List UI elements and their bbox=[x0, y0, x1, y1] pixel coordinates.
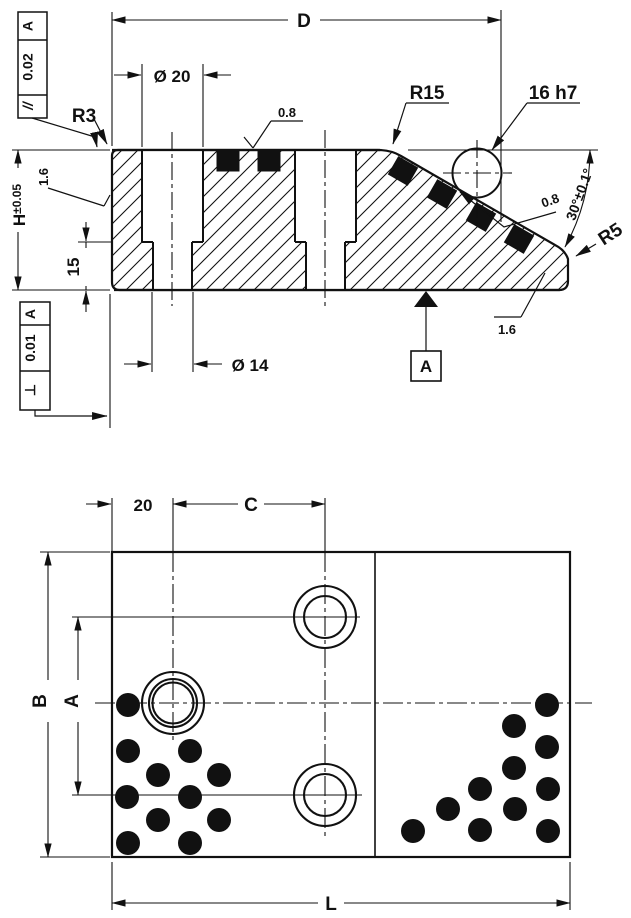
fcf-parallelism-value: 0.02 bbox=[20, 53, 36, 80]
dim-c-label: C bbox=[244, 495, 258, 516]
plug-dot bbox=[503, 797, 527, 821]
plug-dot bbox=[178, 739, 202, 763]
plug-dot bbox=[146, 763, 170, 787]
r15-leader bbox=[392, 102, 449, 145]
plug-square bbox=[503, 224, 535, 254]
plug-dots-left bbox=[115, 693, 231, 855]
plug-dot bbox=[535, 693, 559, 717]
plug-dot bbox=[116, 739, 140, 763]
roughness-top bbox=[243, 120, 303, 149]
fcf-perpendicularity-value: 0.01 bbox=[22, 334, 38, 361]
roughness-slope-leader bbox=[459, 191, 557, 228]
plug-square bbox=[426, 179, 458, 209]
fcf-perpendicularity bbox=[19, 294, 111, 428]
r5-leader bbox=[575, 243, 597, 257]
angle-label: 30°±0.1° bbox=[563, 166, 596, 222]
plan-view: 20 C B A L bbox=[30, 492, 592, 915]
r5-label: R5 bbox=[595, 219, 627, 250]
plug-dot bbox=[146, 808, 170, 832]
plug-dot bbox=[536, 819, 560, 843]
plug-square bbox=[387, 156, 419, 186]
fcf-parallelism-symbol: // bbox=[20, 100, 36, 111]
roughness-top-label: 0.8 bbox=[278, 105, 296, 120]
r15-label: R15 bbox=[410, 83, 445, 104]
plan-holes bbox=[140, 584, 358, 828]
roughness-bottom-label: 1.6 bbox=[498, 322, 516, 337]
roughness-bottom-leader bbox=[494, 272, 546, 318]
plug-dot bbox=[115, 785, 139, 809]
dim-a-label: A bbox=[62, 694, 83, 708]
plug-dot bbox=[502, 714, 526, 738]
plug-squares bbox=[216, 150, 535, 254]
plug-dot bbox=[178, 831, 202, 855]
dim-20-label: 20 bbox=[134, 496, 153, 515]
fcf-perpendicularity-symbol: ⊥ bbox=[22, 384, 38, 396]
section-view: D Ø 20 0.8 R15 16 h7 R3 bbox=[8, 8, 627, 428]
dim-dia14 bbox=[124, 292, 222, 372]
dim-l-label: L bbox=[325, 894, 337, 915]
fcf-parallelism-datum: A bbox=[20, 21, 36, 31]
plug-dot bbox=[536, 777, 560, 801]
dim-20-c bbox=[86, 498, 326, 552]
dim-15-label: 15 bbox=[64, 258, 83, 277]
plug-square bbox=[216, 150, 240, 172]
r3-leader bbox=[93, 118, 108, 145]
plug-dot bbox=[401, 819, 425, 843]
plug-dots-right bbox=[401, 693, 560, 843]
roughness-slope-label: 0.8 bbox=[539, 190, 561, 210]
plug-dot bbox=[468, 818, 492, 842]
plug-dot bbox=[468, 777, 492, 801]
datum-a-label: A bbox=[420, 357, 432, 376]
dim-dia20 bbox=[114, 64, 231, 147]
datum-a bbox=[410, 291, 442, 382]
dim-b-label: B bbox=[30, 694, 51, 708]
plug-square bbox=[465, 202, 497, 232]
roughness-left-leader bbox=[47, 187, 111, 207]
gauge-pin-label: 16 h7 bbox=[529, 83, 578, 104]
dim-h-label: H±0.05 bbox=[10, 184, 29, 227]
roughness-left-label: 1.6 bbox=[36, 168, 51, 186]
plug-dot bbox=[207, 763, 231, 787]
plug-dot bbox=[116, 831, 140, 855]
plug-dot bbox=[116, 693, 140, 717]
plug-dot bbox=[207, 808, 231, 832]
section-outline-restore bbox=[112, 148, 560, 292]
r3-label: R3 bbox=[72, 106, 96, 127]
plug-dot bbox=[502, 756, 526, 780]
plug-dot bbox=[178, 785, 202, 809]
fcf-perpendicularity-datum: A bbox=[22, 309, 38, 319]
plug-dot bbox=[535, 735, 559, 759]
dim-dia14-label: Ø 14 bbox=[232, 356, 269, 375]
plan-outline bbox=[110, 550, 572, 859]
fcf-parallelism bbox=[17, 11, 99, 148]
section-centerlines bbox=[171, 130, 512, 308]
plug-square bbox=[257, 150, 281, 172]
angle-dim bbox=[408, 149, 598, 248]
dim-dia20-label: Ø 20 bbox=[154, 67, 191, 86]
plug-dot bbox=[436, 797, 460, 821]
dim-d-label: D bbox=[297, 11, 311, 32]
gauge-pin-leader bbox=[491, 102, 580, 151]
section-hole-edges bbox=[141, 150, 357, 290]
